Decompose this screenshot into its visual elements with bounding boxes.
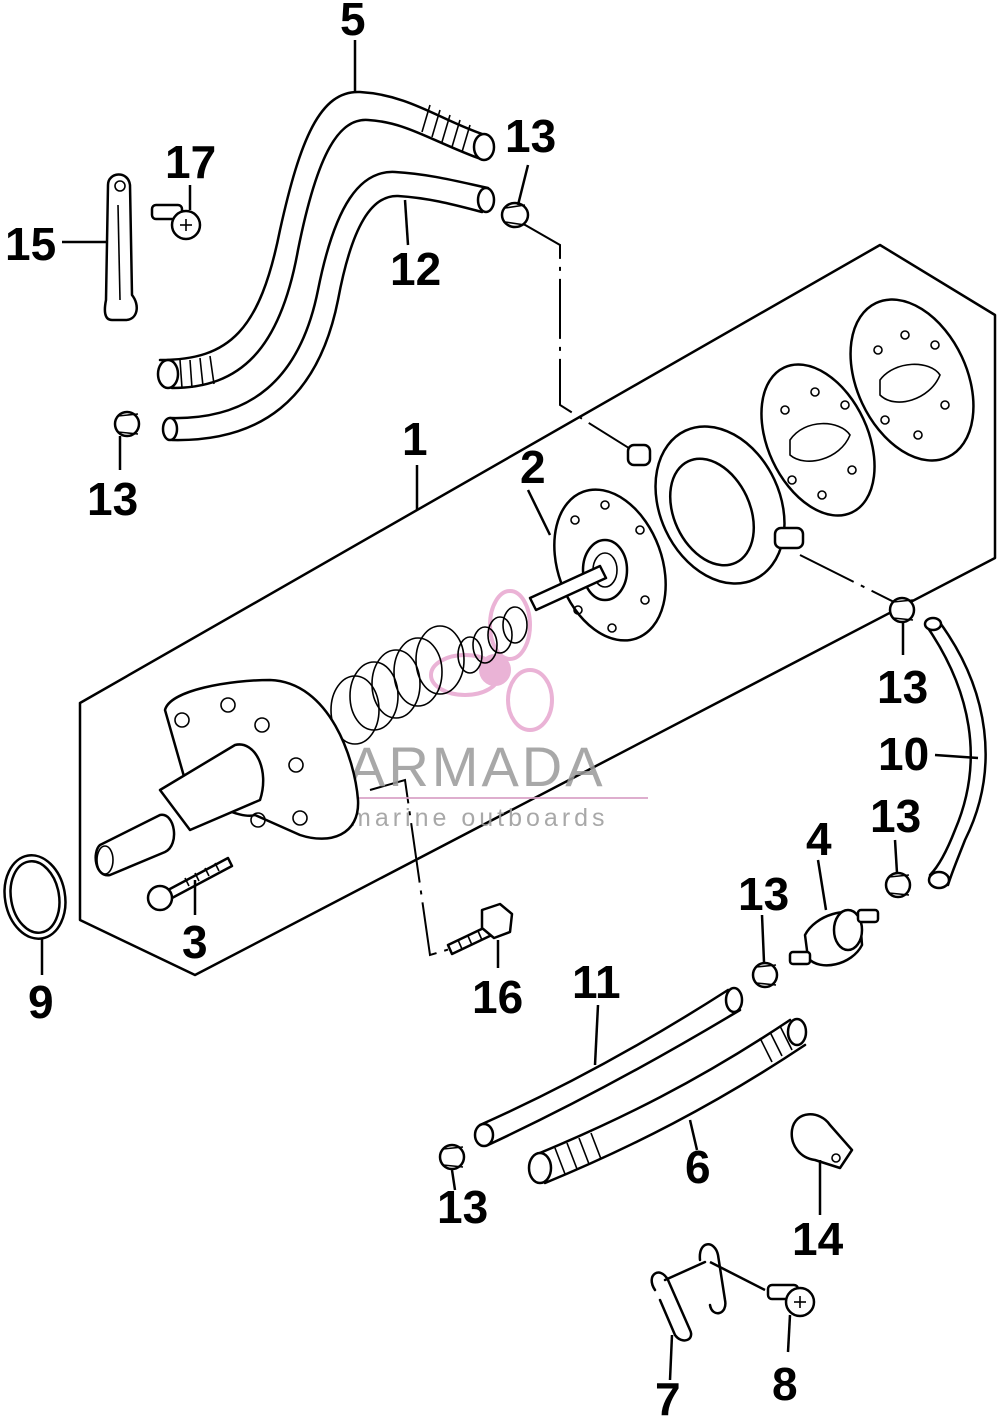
leader-lines bbox=[40, 40, 979, 1381]
screw-17 bbox=[150, 203, 202, 241]
pump-body bbox=[626, 425, 805, 585]
filter-4 bbox=[788, 908, 880, 967]
label-part-2: 2 bbox=[520, 441, 546, 493]
screw-8 bbox=[766, 1283, 816, 1318]
hose-6 bbox=[527, 1017, 808, 1185]
clip-13-bottom bbox=[438, 1143, 466, 1171]
armada-watermark: ARMADA marine outboards bbox=[348, 589, 648, 832]
hose-12 bbox=[161, 170, 496, 442]
label-part-5: 5 bbox=[340, 0, 366, 45]
label-part-9: 9 bbox=[28, 976, 54, 1028]
label-part-3: 3 bbox=[182, 916, 208, 968]
clamp-14 bbox=[790, 1113, 854, 1170]
bolt-16 bbox=[446, 902, 514, 956]
pump-gasket bbox=[760, 363, 876, 517]
label-part-12: 12 bbox=[390, 243, 441, 295]
connection-dashes bbox=[369, 221, 901, 957]
label-part-13-top: 13 bbox=[505, 110, 556, 162]
oring-9 bbox=[3, 854, 67, 940]
label-part-13-left: 13 bbox=[87, 473, 138, 525]
hose-5 bbox=[156, 90, 496, 390]
clip-7 bbox=[650, 1243, 727, 1342]
label-part-10: 10 bbox=[878, 728, 929, 780]
pump-housing bbox=[94, 678, 360, 877]
clip-13-top bbox=[500, 201, 530, 229]
label-part-1: 1 bbox=[402, 413, 428, 465]
label-part-6: 6 bbox=[685, 1141, 711, 1193]
clip-13-middle bbox=[751, 961, 779, 989]
label-part-8: 8 bbox=[772, 1358, 798, 1410]
strap-15 bbox=[103, 173, 138, 322]
label-part-13-bottom: 13 bbox=[437, 1181, 488, 1233]
label-part-7: 7 bbox=[655, 1373, 681, 1417]
pump-cover bbox=[849, 298, 975, 462]
diaphragm-2 bbox=[528, 488, 667, 642]
label-part-15: 15 bbox=[5, 218, 56, 270]
label-part-11: 11 bbox=[572, 956, 621, 1008]
label-part-17: 17 bbox=[165, 136, 216, 188]
spring-small bbox=[457, 606, 528, 674]
label-part-14: 14 bbox=[792, 1213, 844, 1265]
hose-10 bbox=[923, 616, 987, 890]
clip-13-right-lower bbox=[884, 871, 912, 899]
watermark-tagline: marine outboards bbox=[350, 804, 609, 832]
label-part-13-middle: 13 bbox=[738, 868, 789, 920]
spring-large bbox=[330, 625, 465, 745]
label-part-13-right-upper: 13 bbox=[877, 661, 928, 713]
part-labels: 5 17 15 12 13 13 1 2 13 10 13 4 13 3 9 1… bbox=[5, 0, 929, 1417]
label-part-13-right-lower: 13 bbox=[870, 790, 921, 842]
pump-assembly-outline bbox=[78, 243, 997, 977]
label-part-16: 16 bbox=[472, 971, 523, 1023]
watermark-brand: ARMADA bbox=[348, 735, 606, 798]
label-part-4: 4 bbox=[806, 813, 832, 865]
hose-11 bbox=[473, 986, 744, 1148]
screw-3 bbox=[146, 856, 234, 912]
clip-13-right-upper bbox=[888, 596, 916, 624]
clip-13-left bbox=[113, 410, 141, 438]
